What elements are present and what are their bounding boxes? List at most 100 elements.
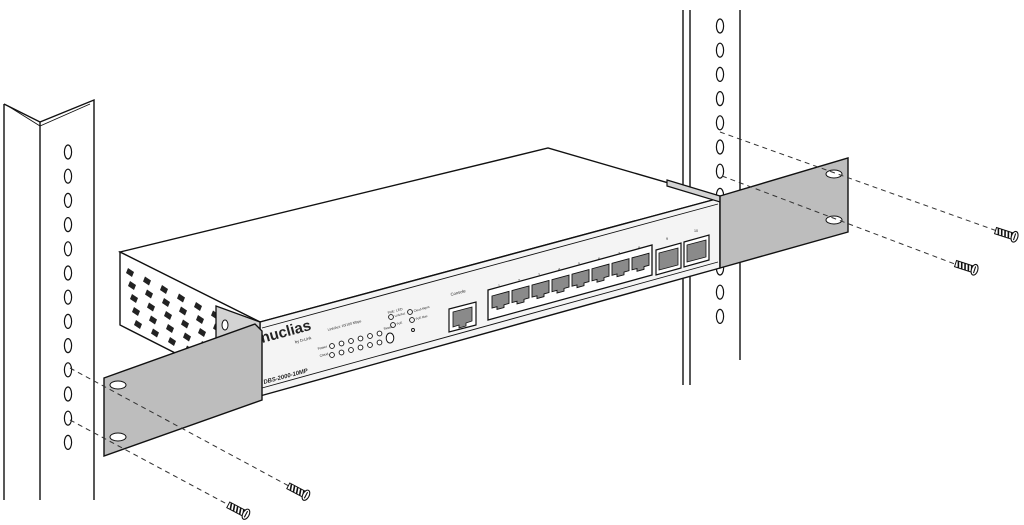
rack-hole <box>715 163 725 179</box>
vent-slot <box>181 319 189 329</box>
vent-slot <box>164 311 172 320</box>
vent-slot <box>160 285 168 294</box>
sfp-port-9[interactable] <box>655 242 682 276</box>
vent-slot <box>130 294 138 303</box>
vent-slot <box>151 328 159 338</box>
port-led <box>357 344 364 351</box>
screw-left-top <box>286 482 311 501</box>
rack-hole <box>715 284 725 300</box>
led-cloud-label: Cloud <box>319 352 329 358</box>
rack-hole <box>715 139 725 155</box>
led-power-label: Power <box>317 344 328 351</box>
rj45-port-1[interactable] <box>491 290 510 310</box>
port-led <box>338 340 345 347</box>
right-bracket-hole-bottom <box>825 215 843 225</box>
mode-led-label-2: PoE <box>396 321 403 326</box>
port-led <box>329 343 335 349</box>
port-number-9: 9 <box>666 237 668 241</box>
vent-slot <box>134 320 142 329</box>
mode-led-label-1: Link/Act <box>394 311 406 318</box>
rj45-port-5[interactable] <box>571 269 590 289</box>
reset-label: Reset <box>383 325 392 331</box>
rack-hole <box>63 313 73 329</box>
port-number-10: 10 <box>694 229 698 233</box>
right-mounting-bracket <box>666 157 849 269</box>
vent-slot <box>183 332 191 342</box>
port-led <box>376 330 383 337</box>
rj45-port-4[interactable] <box>551 274 570 294</box>
rack-hole <box>715 42 725 58</box>
rack-hole <box>715 308 725 324</box>
led-note-text-2: PoE: LED <box>387 307 403 315</box>
vent-slot <box>177 293 185 303</box>
vent-slot <box>166 324 174 333</box>
left-mounting-bracket <box>103 305 263 457</box>
rack-hole <box>63 386 73 402</box>
vent-slot <box>145 289 153 299</box>
port-number-8: 8 <box>638 246 640 250</box>
brand-logo-subtext: by D-Link <box>294 335 312 344</box>
vent-slot <box>149 315 157 325</box>
vent-slot <box>198 328 206 337</box>
vent-slot <box>147 302 155 312</box>
vent-slot <box>179 306 187 316</box>
port-number-4: 4 <box>558 268 560 272</box>
port-number-3: 3 <box>538 273 540 277</box>
vent-slot <box>132 307 140 316</box>
reset-button[interactable] <box>385 332 395 344</box>
rack-hole <box>63 362 73 378</box>
rack-hole <box>715 90 725 107</box>
vent-slot <box>143 276 151 286</box>
rj45-port-3[interactable] <box>531 279 550 300</box>
rack-hole <box>63 168 73 184</box>
screw-left-bottom <box>226 501 251 520</box>
console-label: Console <box>450 288 467 297</box>
port-led <box>348 338 354 344</box>
console-port[interactable] <box>448 301 477 333</box>
rack-hole <box>63 338 73 354</box>
rack-hole <box>63 144 73 160</box>
rj45-port-8[interactable] <box>631 252 650 272</box>
rack-hole <box>715 115 725 131</box>
port-led <box>329 352 335 358</box>
port-led-grid <box>329 330 383 358</box>
rj45-ports <box>491 252 650 310</box>
mode-led-label-3: Cloud Mgmt <box>413 305 430 313</box>
front-panel-details: nuclias by D-Link DBS-2000-10MP Link/Act… <box>259 229 710 386</box>
mode-leds: Link/Act PoE Cloud Mgmt PoE Max <box>388 305 430 332</box>
rack-hole <box>63 217 73 233</box>
port-led <box>338 349 345 356</box>
rj45-port-7[interactable] <box>611 258 630 278</box>
port-number-5: 5 <box>578 262 580 266</box>
rack-hole <box>715 18 725 34</box>
right-bracket-hole-top <box>825 169 843 179</box>
screw-right-bottom <box>953 259 979 276</box>
sfp-port-10[interactable] <box>683 234 710 268</box>
rj45-port-block <box>487 244 653 321</box>
screw-right-top <box>993 226 1019 243</box>
port-number-2: 2 <box>518 279 520 283</box>
left-post-holes <box>63 144 73 450</box>
right-post-holes <box>715 18 725 324</box>
right-bracket-plate <box>719 157 849 269</box>
rack-hole <box>63 192 73 208</box>
vent-slot <box>194 302 202 311</box>
port-led <box>367 342 373 348</box>
vent-slot <box>162 298 170 307</box>
rack-hole <box>63 241 73 257</box>
port-number-1: 1 <box>498 284 500 288</box>
rj45-port-6[interactable] <box>591 263 610 283</box>
rj45-port-2[interactable] <box>511 285 530 305</box>
screw-guide-lines <box>69 131 1001 511</box>
vent-slot <box>196 315 204 324</box>
port-led <box>376 339 383 346</box>
port-led <box>348 347 354 353</box>
vent-slot <box>126 268 134 277</box>
rack-hole <box>63 289 73 305</box>
port-led <box>367 333 373 339</box>
left-bracket-plate <box>103 323 263 457</box>
left-bracket-hole-bottom <box>109 432 127 442</box>
right-rack-post <box>682 10 741 385</box>
